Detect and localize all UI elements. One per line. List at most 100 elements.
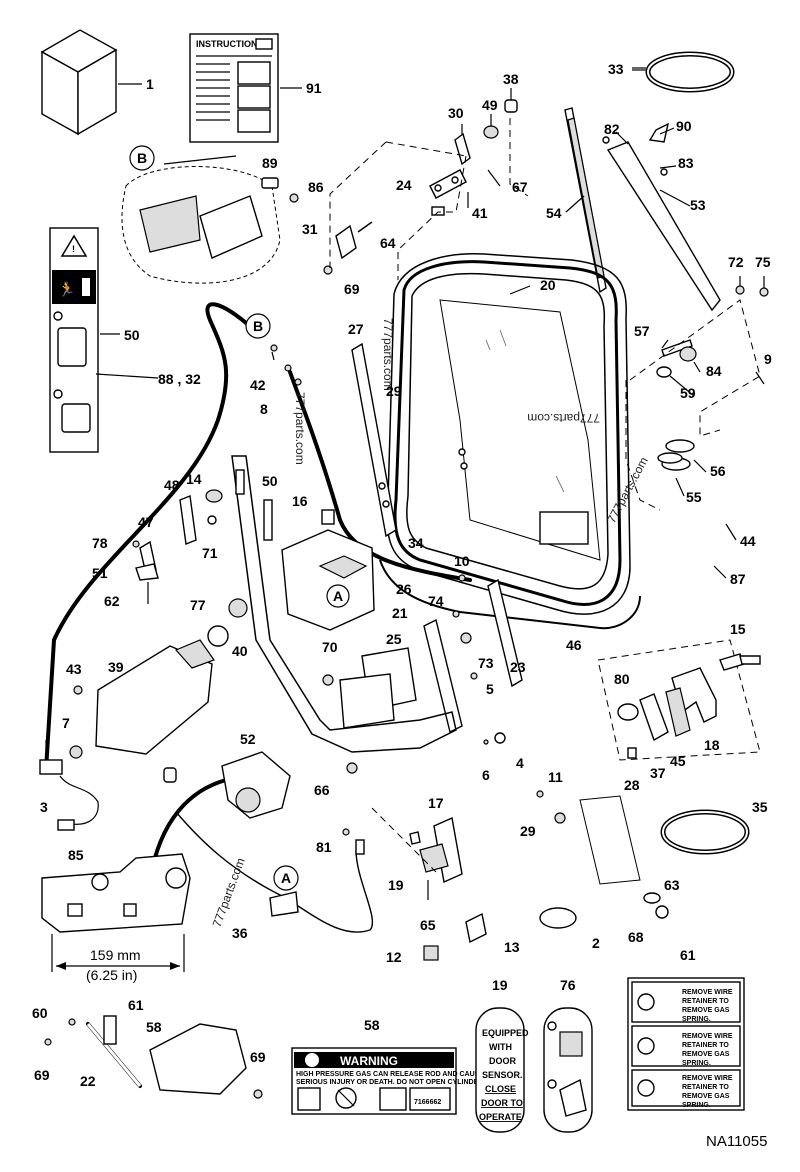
callout: 22 xyxy=(80,1073,96,1089)
decal-19-line3: DOOR xyxy=(489,1056,517,1066)
callout: 19 xyxy=(388,877,404,893)
decal-58-heading: WARNING xyxy=(340,1054,398,1068)
decal-19-sensor: EQUIPPED WITH DOOR SENSOR. CLOSE DOOR TO… xyxy=(475,1007,529,1133)
callout: 61 xyxy=(128,997,144,1013)
watermark: 777parts.com xyxy=(293,392,307,465)
gas-spring-housing xyxy=(39,639,215,831)
callout: 7 xyxy=(62,715,70,731)
callout: 86 xyxy=(308,179,324,195)
clips xyxy=(423,907,577,961)
bottom-right-hardware xyxy=(536,790,669,919)
decal-61-a-line4: SPRING. xyxy=(682,1016,711,1023)
callout: 29 xyxy=(520,823,536,839)
detail-marker-b-cable: B xyxy=(253,318,263,334)
watermark: 777parts.com xyxy=(527,411,600,425)
callout: 36 xyxy=(232,925,248,941)
callout: 87 xyxy=(730,571,746,587)
decal-61-a-line2: RETAINER TO xyxy=(682,998,729,1005)
callout: 10 xyxy=(454,553,470,569)
detail-marker-a-harness: A xyxy=(281,870,291,886)
callout: 27 xyxy=(348,321,364,337)
callout: 19 xyxy=(492,977,508,993)
leaders xyxy=(95,69,765,579)
latch-17 xyxy=(371,807,463,900)
door-handle xyxy=(597,639,761,761)
callout: 40 xyxy=(232,643,248,659)
callout: 58 xyxy=(146,1019,162,1035)
callout: 59 xyxy=(680,385,696,401)
callout: 26 xyxy=(396,581,412,597)
callout: 37 xyxy=(650,765,666,781)
callout: 76 xyxy=(560,977,576,993)
pump-52 xyxy=(163,674,358,819)
callout: 43 xyxy=(66,661,82,677)
decal-76 xyxy=(543,1007,593,1133)
callout: 31 xyxy=(302,221,318,237)
instructions-title: INSTRUCTIONS xyxy=(196,39,264,49)
callout: 24 xyxy=(396,177,412,193)
callout: 78 xyxy=(92,535,108,551)
callout: 45 xyxy=(670,753,686,769)
decal-58-line2: SERIOUS INJURY OR DEATH. DO NOT OPEN CYL… xyxy=(296,1079,485,1086)
detail-marker-a-controller: A xyxy=(333,588,343,604)
callout: 48 xyxy=(164,477,180,493)
decal-61-a-line3: REMOVE GAS xyxy=(682,1007,730,1014)
callout: 34 xyxy=(408,535,424,551)
callout: 66 xyxy=(314,782,330,798)
callout: 33 xyxy=(608,61,624,77)
callout: 42 xyxy=(250,377,266,393)
callout: 6 xyxy=(482,767,490,783)
callout: 60 xyxy=(32,1005,48,1021)
part-33-seal-coil xyxy=(632,51,735,93)
wiper-assembly xyxy=(564,107,769,511)
motor-assembly: 159 mm (6.25 in) xyxy=(41,853,191,983)
callout: 80 xyxy=(614,671,630,687)
callout: 14 xyxy=(186,471,202,487)
callout: 38 xyxy=(503,71,519,87)
callout: 47 xyxy=(138,514,154,530)
watermark: 777parts.com xyxy=(210,856,248,929)
callout: 91 xyxy=(306,80,322,96)
controller-26: A xyxy=(281,509,466,631)
callout: 64 xyxy=(380,235,396,251)
detail-marker-b-top: B xyxy=(137,150,147,166)
callout: 18 xyxy=(704,737,720,753)
callout: 68 xyxy=(628,929,644,945)
callout: 81 xyxy=(316,839,332,855)
callout: 77 xyxy=(190,597,206,613)
callout: 88 , 32 xyxy=(158,371,201,387)
callout: 50 xyxy=(262,473,278,489)
callout: 71 xyxy=(202,545,218,561)
handle-40-77 xyxy=(207,598,248,647)
callout: 62 xyxy=(104,593,120,609)
callout: 61 xyxy=(680,947,696,963)
dimension-in: (6.25 in) xyxy=(86,967,137,983)
decal-61-a-line1: REMOVE WIRE xyxy=(682,989,733,996)
callout: 83 xyxy=(678,155,694,171)
callout: 49 xyxy=(482,97,498,113)
decal-61-b-line1: REMOVE WIRE xyxy=(682,1033,733,1040)
callout: 44 xyxy=(740,533,756,549)
callout: 53 xyxy=(690,197,706,213)
cab-detail-b: B xyxy=(121,145,299,284)
callout: 12 xyxy=(386,949,402,965)
decal-58-warning: WARNING HIGH PRESSURE GAS CAN RELEASE RO… xyxy=(291,1047,485,1115)
callout: 20 xyxy=(540,277,556,293)
callout: 55 xyxy=(686,489,702,505)
part-35-seal-coil xyxy=(660,809,750,855)
callout: 58 xyxy=(364,1017,380,1033)
callout: 16 xyxy=(292,493,308,509)
decal-58-line1: HIGH PRESSURE GAS CAN RELEASE ROD AND CA… xyxy=(296,1071,484,1078)
callout: 84 xyxy=(706,363,722,379)
decal-61-c-line3: REMOVE GAS xyxy=(682,1093,730,1100)
decal-61-c-line2: RETAINER TO xyxy=(682,1084,729,1091)
callout: 69 xyxy=(344,281,360,297)
decal-61-b-line3: REMOVE GAS xyxy=(682,1051,730,1058)
decal-19-line4: SENSOR. xyxy=(482,1070,523,1080)
decal-61: REMOVE WIRE RETAINER TO REMOVE GAS SPRIN… xyxy=(627,977,745,1111)
instructions-card: INSTRUCTIONS xyxy=(189,33,302,143)
callout: 23 xyxy=(510,659,526,675)
decal-19-line7: OPERATE xyxy=(479,1112,522,1122)
callout: 5 xyxy=(486,681,494,697)
